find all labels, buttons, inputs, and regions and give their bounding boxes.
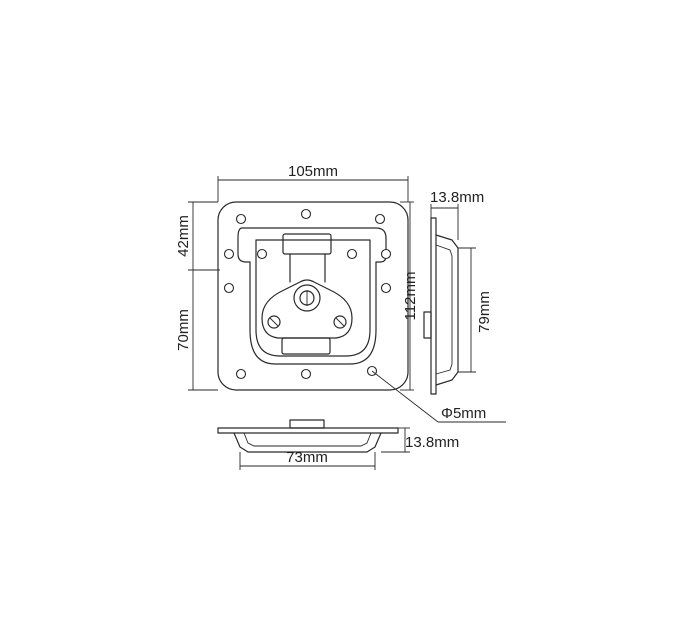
handle-rivet-right xyxy=(333,315,347,329)
front-outer-plate xyxy=(217,201,409,391)
front-inner-cup xyxy=(255,239,371,357)
dim-label-side-inner-height: 79mm xyxy=(476,291,493,333)
mount-hole xyxy=(374,213,386,225)
mount-hole xyxy=(380,248,392,260)
mount-hole xyxy=(223,248,235,260)
bottom-latch-tab xyxy=(289,419,325,429)
butterfly-handle xyxy=(261,279,353,339)
mount-hole xyxy=(346,248,358,260)
side-dimensions: 13.8mm 79mm xyxy=(430,189,493,373)
handle-hub-outer xyxy=(293,284,321,312)
front-view xyxy=(217,201,409,391)
dim-label-side-depth: 13.8mm xyxy=(430,189,484,206)
mount-hole xyxy=(256,248,268,260)
latch-top-bar xyxy=(282,233,332,255)
hole-leader xyxy=(371,370,439,423)
bottom-body-profile xyxy=(233,432,382,453)
mount-hole xyxy=(235,213,247,225)
mount-hole xyxy=(300,208,312,220)
mount-hole xyxy=(380,282,392,294)
latch-bottom-catch xyxy=(281,337,331,355)
bottom-plate xyxy=(217,427,399,434)
dim-label-bottom-width: 73mm xyxy=(286,449,328,466)
bottom-dimensions: 13.8mm 73mm xyxy=(239,427,459,470)
dim-label-bottom-depth: 13.8mm xyxy=(405,434,459,451)
side-body-inner xyxy=(435,244,453,375)
mount-hole xyxy=(300,368,312,380)
dim-label-total-height: 112mm xyxy=(402,272,419,321)
dim-label-lower-height: 70mm xyxy=(175,309,192,351)
side-plate xyxy=(430,217,437,395)
dim-label-width-top: 105mm xyxy=(288,163,338,180)
dim-label-hole-diameter: Φ5mm xyxy=(441,405,486,422)
front-recess-outline xyxy=(237,227,387,365)
handle-rivet-right-slot xyxy=(335,317,345,327)
bottom-body-inner xyxy=(243,432,372,447)
mount-hole xyxy=(235,368,247,380)
latch-stem xyxy=(289,253,326,283)
front-dimensions: 105mm 42mm 70mm 112mm Φ5mm xyxy=(175,163,506,423)
bottom-view xyxy=(217,419,399,453)
side-view xyxy=(423,217,459,395)
dim-label-upper-height: 42mm xyxy=(175,215,192,257)
handle-rivet-left-slot xyxy=(269,317,279,327)
mount-hole xyxy=(223,282,235,294)
side-body-profile xyxy=(435,234,459,386)
handle-rivet-left xyxy=(267,315,281,329)
side-latch-tab xyxy=(423,311,432,339)
